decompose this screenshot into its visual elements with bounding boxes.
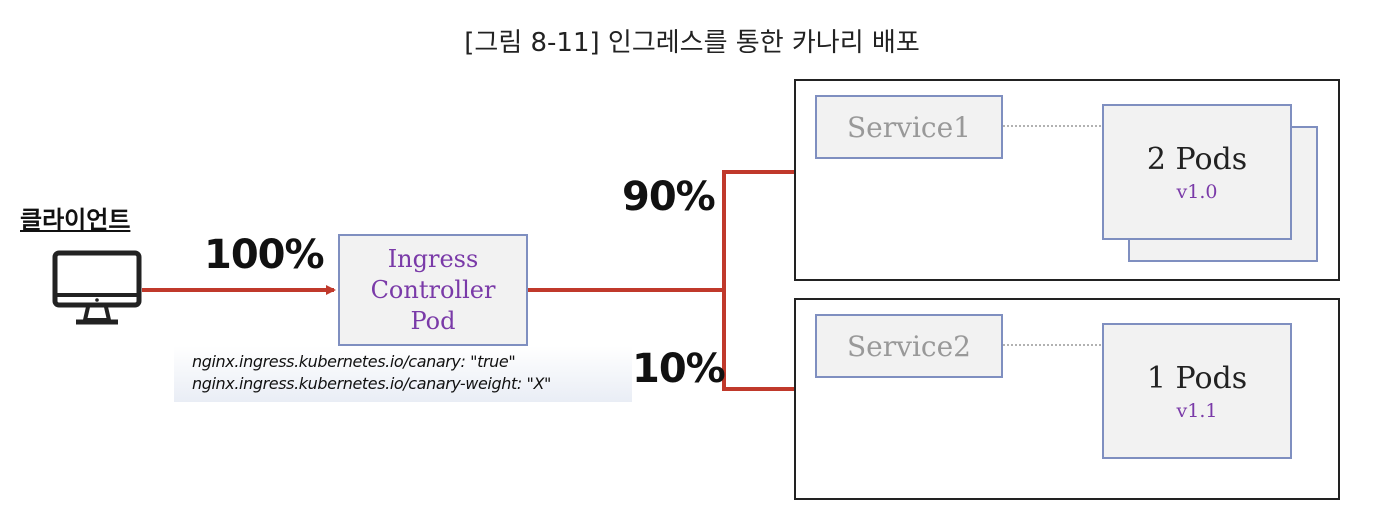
service1-pods-version: v1.0 [1176,180,1218,203]
ingress-line-3: Pod [410,306,456,335]
service1-label: Service1 [847,110,971,144]
service2-pods-count: 1 Pods [1146,360,1248,396]
monitor-icon [52,250,142,325]
service2-box: Service2 [815,314,1003,378]
service1-box: Service1 [815,95,1003,159]
ingress-controller-pod: Ingress Controller Pod [338,234,528,346]
service1-link [1003,125,1103,127]
service2-label: Service2 [847,329,971,363]
ingress-line-1: Ingress [387,244,479,273]
ingress-line-2: Controller [370,275,496,304]
figure-title: [그림 8-11] 인그레스를 통한 카나리 배포 [464,28,920,58]
service1-pods-box: 2 Pods v1.0 [1102,104,1292,240]
service2-link [1003,344,1103,346]
annotation-canary: nginx.ingress.kubernetes.io/canary: "tru… [192,352,516,371]
annotation-backdrop [174,346,632,402]
traffic-percent-upper: 90% [622,174,716,220]
traffic-percent-total: 100% [204,232,325,278]
annotation-canary-weight: nginx.ingress.kubernetes.io/canary-weigh… [192,374,551,393]
service1-pods-count: 2 Pods [1146,141,1248,177]
service2-pods-version: v1.1 [1176,399,1218,422]
traffic-percent-lower: 10% [632,346,726,392]
service2-pods-box: 1 Pods v1.1 [1102,323,1292,459]
client-label: 클라이언트 [20,206,131,234]
